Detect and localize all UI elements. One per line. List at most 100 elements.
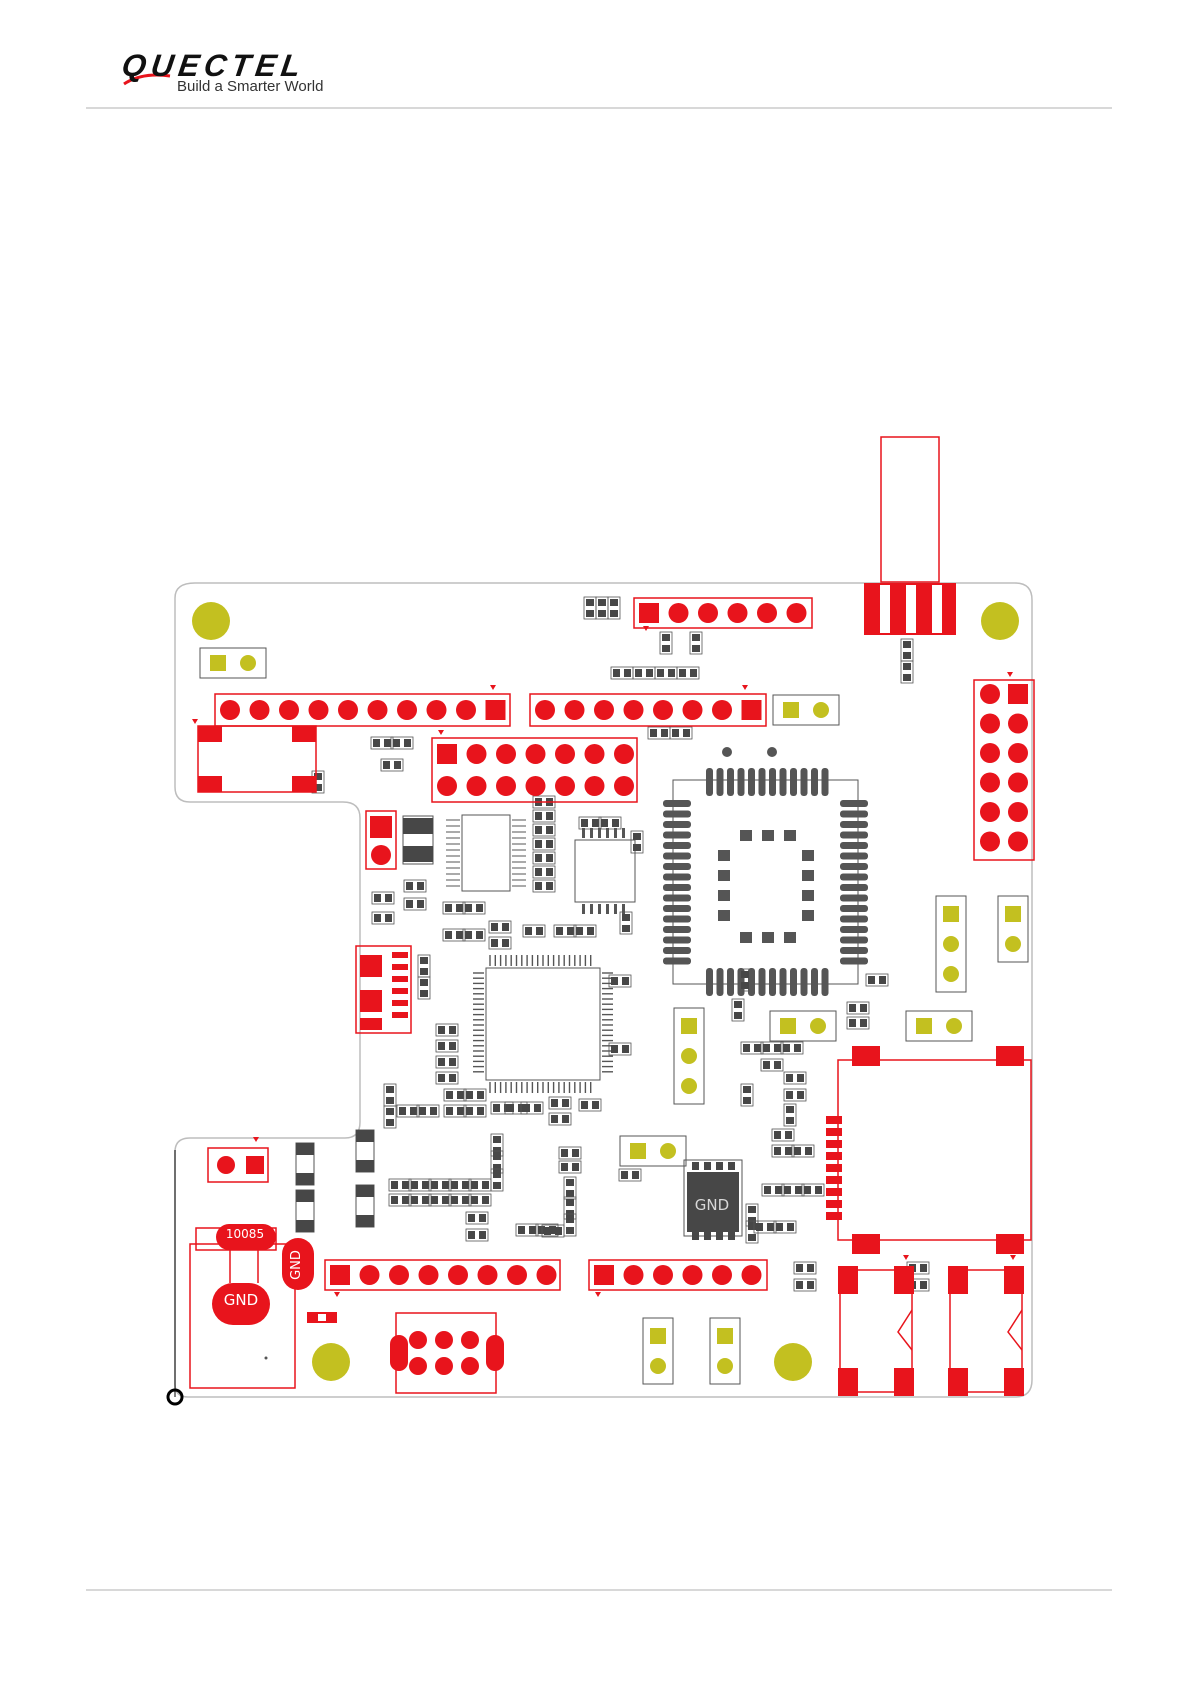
module-pin-right — [840, 800, 868, 807]
passive-1-pad — [586, 599, 594, 606]
module-pin-left — [663, 916, 691, 923]
jumper-jp10-pin — [717, 1358, 733, 1374]
passive-111-pad — [849, 1004, 856, 1012]
pushbutton-s2-notch — [1008, 1310, 1022, 1350]
passive-9-pad — [679, 669, 686, 677]
header-j7-pin-square — [594, 1265, 614, 1285]
header-j6-pin — [389, 1265, 409, 1285]
passive-66-pad — [493, 1171, 501, 1178]
power-chip-pin — [716, 1232, 723, 1240]
module-pin-top — [811, 768, 818, 796]
passive-50-pad — [386, 1086, 394, 1093]
qfn-u2-pin — [590, 904, 593, 914]
passive-77-pad — [479, 1214, 486, 1222]
soic-u1-outline — [462, 815, 510, 891]
passive-81-pad — [572, 1149, 579, 1157]
inductor-l1-pad-b — [403, 846, 433, 862]
header-j3-pin — [565, 700, 585, 720]
passive-62-pad — [551, 1115, 558, 1123]
module-pin-right — [840, 916, 868, 923]
passive-98-pad — [774, 1147, 781, 1155]
passive-97-pad — [785, 1131, 792, 1139]
passive-107-pad — [807, 1264, 814, 1272]
passive-64-pad — [493, 1147, 501, 1154]
passive-6-pad — [613, 669, 620, 677]
pin1-marker-9 — [1007, 672, 1013, 677]
passive-48-pad — [449, 1058, 456, 1066]
diode-pad — [356, 1185, 374, 1197]
connector-j8-pad — [370, 816, 392, 838]
jumper-jp1-pin — [240, 655, 256, 671]
power-chip-pin — [728, 1162, 735, 1170]
sim-contact — [826, 1188, 842, 1196]
gnd-label-2: GND — [289, 1250, 304, 1280]
passive-92-pad — [763, 1061, 770, 1069]
module-center-pad — [718, 890, 730, 901]
passive-45-pad — [611, 1045, 618, 1053]
passive-98-pad — [785, 1147, 792, 1155]
passive-32-pad — [417, 900, 424, 908]
passive-28-pad — [622, 925, 630, 932]
passive-43-pad — [420, 979, 428, 986]
header-j7-outline — [589, 1260, 767, 1290]
jumper-jp3-pin-square — [943, 906, 959, 922]
passive-62-pad — [562, 1115, 569, 1123]
header-j7-pin — [624, 1265, 644, 1285]
passive-70-pad — [451, 1181, 458, 1189]
passive-69-pad — [431, 1181, 438, 1189]
passive-69-pad — [442, 1181, 449, 1189]
passive-101-pad — [795, 1186, 802, 1194]
module-pin-bottom — [780, 968, 787, 996]
module-pin-right — [840, 884, 868, 891]
jumper-jp1-outline — [200, 648, 266, 678]
passive-20-pad — [535, 826, 542, 834]
passive-16-pad — [394, 761, 401, 769]
header-j1-pin — [728, 603, 748, 623]
sim-contact — [826, 1116, 842, 1124]
module-pin-bottom — [769, 968, 776, 996]
passive-23-pad — [535, 868, 542, 876]
passive-72-pad — [391, 1196, 398, 1204]
qfn-u2-pin — [614, 828, 617, 838]
passive-9-pad — [690, 669, 697, 677]
passive-110-pad — [920, 1281, 927, 1289]
pin1-marker-2 — [742, 685, 748, 690]
dip-switch-pin-5 — [435, 1357, 453, 1375]
usb-pad-bl — [198, 776, 222, 792]
passive-61-pad — [551, 1099, 558, 1107]
passive-105-pad — [767, 1223, 774, 1231]
pin1-marker-8 — [595, 1292, 601, 1297]
diode-pad — [356, 1130, 374, 1142]
passive-113-pad — [868, 976, 875, 984]
passive-22-pad — [546, 854, 553, 862]
passive-2-pad — [598, 610, 606, 617]
passive-36-pad — [465, 931, 472, 939]
passive-43-pad — [420, 990, 428, 997]
sim-contact — [826, 1140, 842, 1148]
passive-53-pad — [419, 1107, 426, 1115]
passive-55-pad — [477, 1091, 484, 1099]
module-center-pad — [802, 890, 814, 901]
diode-pad — [296, 1190, 314, 1202]
pin1-marker-6 — [253, 1137, 259, 1142]
passive-37-pad — [491, 923, 498, 931]
passive-45-pad — [622, 1045, 629, 1053]
passive-22-pad — [535, 854, 542, 862]
dip-switch-ear-l — [390, 1335, 408, 1371]
passive-68-pad — [411, 1181, 418, 1189]
passive-12-pad — [650, 729, 657, 737]
passive-15-pad — [393, 739, 400, 747]
passive-29-pad — [385, 894, 392, 902]
jumper-jp9-outline — [643, 1318, 673, 1384]
passive-38-pad — [502, 939, 509, 947]
passive-103-pad — [748, 1206, 756, 1213]
header-j3-pin — [594, 700, 614, 720]
header-j4-row-b-pin — [585, 776, 605, 796]
header-j1-outline — [634, 598, 812, 628]
module-pin-top — [769, 768, 776, 796]
header-j4-row-a-pin — [555, 744, 575, 764]
diode-pad — [356, 1215, 374, 1227]
passive-27-pad — [633, 844, 641, 851]
passive-38-pad — [491, 939, 498, 947]
passive-23-pad — [546, 868, 553, 876]
